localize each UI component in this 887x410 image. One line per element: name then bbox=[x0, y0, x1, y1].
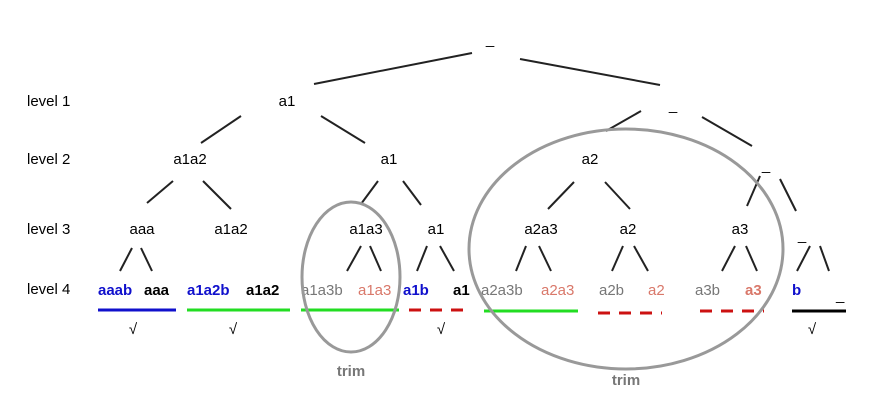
leaf-node: _ bbox=[835, 287, 845, 304]
node-level3: a1 bbox=[428, 221, 445, 238]
node-level2: _ bbox=[761, 157, 771, 174]
leaf-node: a1 bbox=[453, 282, 470, 299]
node-level2: a1 bbox=[381, 151, 398, 168]
edge bbox=[200, 115, 242, 144]
check-mark: √ bbox=[808, 321, 817, 338]
node-level2: a2 bbox=[582, 151, 599, 168]
edge bbox=[538, 245, 552, 272]
tree-edges bbox=[119, 52, 830, 272]
edge bbox=[119, 247, 133, 272]
edge bbox=[604, 181, 631, 210]
edge bbox=[346, 245, 362, 272]
leaf-node: a3 bbox=[745, 282, 762, 299]
leaf-node: aaab bbox=[98, 282, 132, 299]
level-1-label: level 1 bbox=[27, 93, 70, 110]
node-level3: _ bbox=[797, 227, 807, 244]
edge bbox=[369, 245, 382, 272]
leaf-node: a2b bbox=[599, 282, 624, 299]
trim-ellipse bbox=[467, 127, 785, 371]
root-node: _ bbox=[485, 31, 495, 48]
edge bbox=[746, 175, 761, 207]
leaf-node: aaa bbox=[144, 282, 170, 299]
edge bbox=[515, 245, 527, 272]
edge bbox=[721, 245, 736, 272]
node-level3: a2 bbox=[620, 221, 637, 238]
level-4-label: level 4 bbox=[27, 281, 70, 298]
leaf-node: a1a3 bbox=[358, 282, 391, 299]
node-level1: _ bbox=[668, 97, 678, 114]
node-level1: a1 bbox=[279, 93, 296, 110]
edge bbox=[313, 52, 473, 85]
node-level3: a1a2 bbox=[214, 221, 247, 238]
edge bbox=[320, 115, 366, 144]
node-level3: aaa bbox=[129, 221, 155, 238]
edge bbox=[611, 245, 624, 272]
node-level3: a2a3 bbox=[524, 221, 557, 238]
edge bbox=[547, 181, 575, 210]
trim-label: trim bbox=[612, 372, 640, 389]
edge bbox=[701, 116, 753, 147]
edge bbox=[779, 178, 797, 212]
edge bbox=[605, 110, 642, 132]
edge bbox=[202, 180, 232, 210]
edge bbox=[360, 180, 379, 205]
leaf-node: a1a3b bbox=[301, 282, 343, 299]
edge bbox=[796, 245, 811, 272]
edge bbox=[439, 245, 455, 272]
node-level3: a1a3 bbox=[349, 221, 382, 238]
edge bbox=[633, 245, 649, 272]
edge bbox=[745, 245, 758, 272]
edge bbox=[140, 247, 153, 272]
leaf-node: b bbox=[792, 282, 801, 299]
trim-ellipse bbox=[300, 200, 402, 354]
check-mark: √ bbox=[229, 321, 238, 338]
edge bbox=[402, 180, 422, 206]
node-level2: a1a2 bbox=[173, 151, 206, 168]
edge bbox=[819, 245, 830, 272]
leaf-node: a2 bbox=[648, 282, 665, 299]
leaf-node: a1a2b bbox=[187, 282, 230, 299]
leaf-node: a3b bbox=[695, 282, 720, 299]
leaf-node: a1a2 bbox=[246, 282, 279, 299]
edge bbox=[416, 245, 428, 272]
leaf-node: a1b bbox=[403, 282, 429, 299]
edge bbox=[146, 180, 174, 204]
leaf-node: a2a3b bbox=[481, 282, 523, 299]
check-mark: √ bbox=[129, 321, 138, 338]
edge bbox=[519, 58, 661, 86]
check-mark: √ bbox=[437, 321, 446, 338]
leaf-node: a2a3 bbox=[541, 282, 574, 299]
node-level3: a3 bbox=[732, 221, 749, 238]
level-3-label: level 3 bbox=[27, 221, 70, 238]
level-2-label: level 2 bbox=[27, 151, 70, 168]
trim-label: trim bbox=[337, 363, 365, 380]
